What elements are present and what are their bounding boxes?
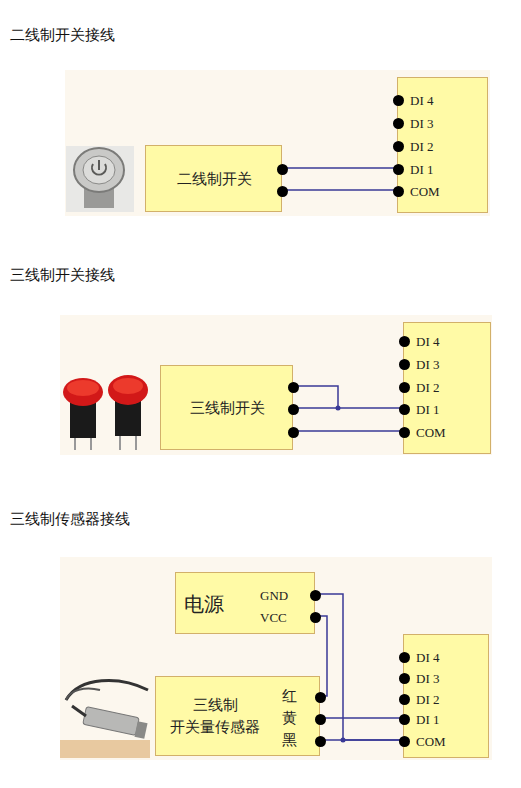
pin-label: DI 1 (416, 713, 439, 726)
device-box: 三线制开关 (160, 365, 293, 450)
terminal-dot (399, 652, 410, 663)
terminal-dot (288, 404, 299, 415)
pin-label: DI 2 (416, 693, 439, 706)
terminal-dot (399, 673, 410, 684)
terminal-dot (399, 404, 410, 415)
wire (282, 189, 397, 191)
wire (282, 167, 397, 169)
di-module: DI 4 DI 3 DI 2 DI 1 COM (397, 77, 488, 213)
terminal-dot (277, 164, 288, 175)
terminal-dot (393, 118, 404, 129)
terminal-dot (399, 359, 410, 370)
pin-label: DI 1 (410, 163, 433, 176)
box-label: 三线制 开关量传感器 (162, 695, 268, 739)
terminal-dot (399, 427, 410, 438)
panel (60, 315, 492, 455)
terminal-dot (310, 612, 321, 623)
pin-label: DI 1 (416, 403, 439, 416)
di-module: DI 4 DI 3 DI 2 DI 1 COM (403, 322, 491, 454)
box-label: 黑 (282, 730, 297, 752)
box-label: 黄 (282, 708, 297, 730)
terminal-dot (399, 336, 410, 347)
terminal-dot (399, 714, 410, 725)
section-heading: 三线制传感器接线 (10, 510, 130, 529)
panel (60, 557, 492, 760)
pin-label: DI 3 (416, 358, 439, 371)
terminal-dot (399, 382, 410, 393)
pin-label: COM (410, 185, 440, 198)
wire (293, 407, 403, 409)
pin-label: DI 4 (416, 335, 439, 348)
terminal-dot (393, 164, 404, 175)
pin-label: DI 3 (416, 672, 439, 685)
terminal-dot (315, 692, 326, 703)
terminal-dot (399, 694, 410, 705)
di-module: DI 4 DI 3 DI 2 DI 1 COM (403, 634, 489, 758)
emergency-button-photo (63, 375, 148, 450)
box-label: 二线制开关 (177, 169, 252, 191)
proximity-sensor-photo (60, 681, 150, 758)
pin-label: GND (260, 589, 288, 602)
wire (293, 430, 403, 432)
terminal-dot (393, 141, 404, 152)
box-label: 电源 (184, 591, 256, 618)
pin-label: DI 3 (410, 117, 433, 130)
terminal-dot (288, 427, 299, 438)
device-box: 三线制 开关量传感器红黄黑 (155, 676, 320, 756)
terminal-dot (393, 95, 404, 106)
pin-label: DI 2 (416, 381, 439, 394)
box-label: 红 (282, 686, 297, 708)
pin-label: DI 4 (410, 94, 433, 107)
terminal-dot (315, 736, 326, 747)
box-label: 三线制开关 (190, 398, 265, 420)
pin-label: COM (416, 426, 446, 439)
terminal-dot (399, 736, 410, 747)
wire (320, 717, 403, 719)
pin-label: DI 2 (410, 140, 433, 153)
terminal-dot (310, 590, 321, 601)
pin-label: VCC (260, 611, 287, 624)
branch-wire (293, 386, 338, 408)
device-box: 电源 GND VCC (175, 572, 315, 634)
wire (315, 594, 403, 740)
push-button-photo (66, 146, 134, 212)
terminal-dot (393, 186, 404, 197)
terminal-dot (277, 186, 288, 197)
pin-label: COM (416, 735, 446, 748)
wire (320, 739, 403, 741)
device-box: 二线制开关 (145, 145, 282, 212)
terminal-dot (288, 382, 299, 393)
panel (65, 70, 490, 216)
terminal-dot (315, 714, 326, 725)
pin-label: DI 4 (416, 651, 439, 664)
section-heading: 二线制开关接线 (10, 26, 115, 45)
section-heading: 三线制开关接线 (10, 266, 115, 285)
